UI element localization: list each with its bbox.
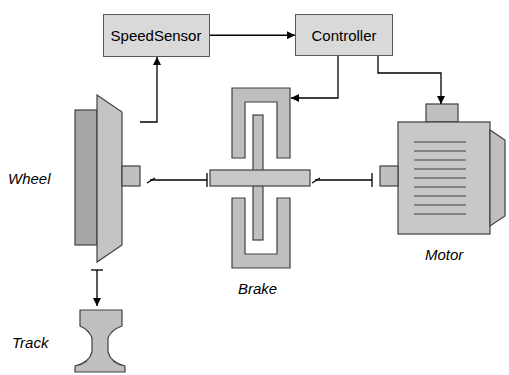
connector-line [140,57,157,122]
part-label: Wheel [8,170,51,187]
brake-drawing [210,88,310,268]
coupling-bar [147,178,155,183]
box-label: Controller [311,27,376,44]
connector [210,35,296,36]
part-label: Track [12,334,48,351]
controller-box: Controller [295,14,393,56]
brake-part: Brake [232,88,290,268]
connector [91,270,103,306]
sensor-box: SpeedSensor [103,14,210,57]
wheel-drawing [75,95,140,262]
connector [291,56,338,98]
coupling-bar [371,173,372,187]
coupling-bar [312,178,320,183]
connector [312,173,372,187]
connector-line [150,179,207,180]
coupling-bar [91,269,103,270]
box-label: SpeedSensor [111,27,202,44]
wheel-part: Wheel [75,95,140,262]
connector-line [378,56,441,104]
connector-line [210,35,296,36]
connector [147,173,207,187]
motor-part: Motor [380,104,505,234]
connector-line [291,56,338,98]
rail-drawing [75,310,125,372]
part-label: Brake [238,280,277,297]
connector-line [96,270,97,306]
connector [378,56,441,104]
part-label: Motor [425,246,463,263]
motor-drawing [380,104,505,234]
track-part: Track [75,308,125,372]
connector-line [315,179,372,180]
connector [140,57,157,122]
coupling-bar [206,173,207,187]
